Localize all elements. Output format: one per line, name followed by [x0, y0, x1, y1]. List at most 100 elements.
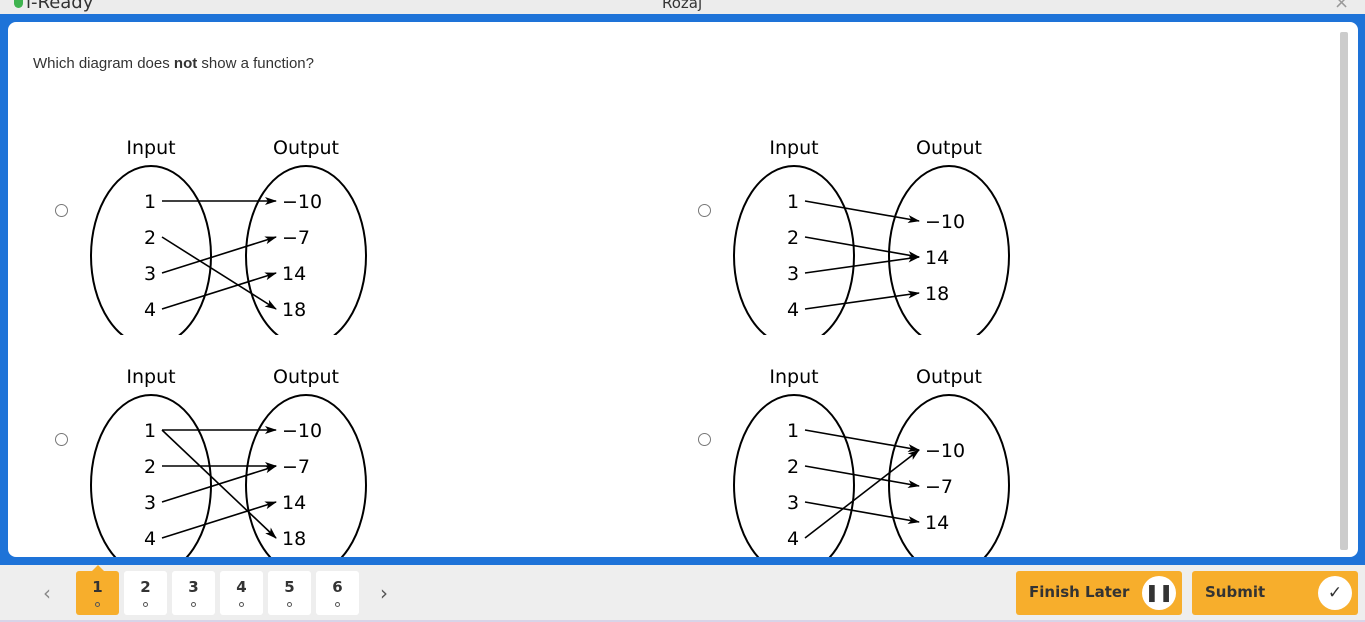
- input-value: 1: [144, 191, 156, 213]
- input-value: 1: [787, 191, 799, 213]
- output-value: −10: [925, 211, 965, 233]
- input-ellipse: [90, 394, 212, 557]
- output-ellipse: [245, 165, 367, 335]
- input-value: 3: [144, 263, 156, 285]
- submit-button[interactable]: Submit ✓: [1192, 571, 1358, 615]
- finish-later-label: Finish Later: [1029, 583, 1130, 601]
- output-value: 18: [282, 528, 306, 550]
- mapping-arrow: [161, 236, 277, 274]
- output-value: 18: [282, 299, 306, 321]
- page-label: 6: [332, 578, 343, 596]
- page-label: 1: [92, 578, 103, 596]
- mapping-diagram-1: Input Output 1 2 3 4 −10 −7 14 18: [90, 137, 367, 335]
- output-ellipse: [888, 165, 1010, 335]
- output-value: −10: [282, 420, 322, 442]
- mapping-arrow: [161, 272, 277, 310]
- output-value: 14: [925, 247, 949, 269]
- mapping-arrow: [804, 236, 920, 260]
- finish-later-button[interactable]: Finish Later ❚❚: [1016, 571, 1182, 615]
- output-label: Output: [273, 137, 339, 159]
- input-value: 4: [144, 299, 156, 321]
- output-ellipse: [888, 394, 1010, 557]
- mapping-diagram-2: Input Output 1 2 3 4 −10 14 18: [733, 137, 1010, 335]
- input-ellipse: [90, 165, 212, 335]
- mapping-arrow: [161, 501, 277, 539]
- question-bold: not: [173, 55, 198, 72]
- logo-icon: [14, 0, 23, 8]
- footer-nav: ‹ 1 2 3 4 5 6 › Finish Later ❚❚ Submit ✓: [0, 565, 1365, 622]
- prev-page-icon[interactable]: ‹: [43, 581, 51, 605]
- page-1-button[interactable]: 1: [76, 565, 119, 615]
- output-value: 14: [282, 263, 306, 285]
- page-4-button[interactable]: 4: [220, 571, 263, 615]
- output-label: Output: [916, 366, 982, 388]
- mapping-arrow: [804, 290, 920, 310]
- page-label: 5: [284, 578, 295, 596]
- pause-icon: ❚❚: [1142, 576, 1176, 610]
- output-value: −10: [925, 440, 965, 462]
- input-value: 3: [787, 492, 799, 514]
- next-page-icon[interactable]: ›: [380, 581, 388, 605]
- input-ellipse: [733, 394, 855, 557]
- choice-radio-3[interactable]: [55, 433, 68, 446]
- output-value: −7: [282, 227, 310, 249]
- app-logo: i-Ready: [14, 0, 93, 13]
- mapping-arrow: [804, 465, 920, 489]
- choice-radio-1[interactable]: [55, 204, 68, 217]
- page-2-button[interactable]: 2: [124, 571, 167, 615]
- mapping-diagram-3: Input Output 1 2 3 4 −10 −7 14 18: [90, 366, 367, 557]
- choice-radio-2[interactable]: [698, 204, 711, 217]
- page-3-button[interactable]: 3: [172, 571, 215, 615]
- mapping-arrow: [161, 236, 277, 310]
- input-label: Input: [769, 366, 818, 388]
- output-value: 14: [925, 512, 949, 534]
- output-ellipse: [245, 394, 367, 557]
- input-label: Input: [126, 137, 175, 159]
- output-label: Output: [916, 137, 982, 159]
- question-suffix: show a function?: [197, 55, 314, 72]
- page-label: 3: [188, 578, 199, 596]
- input-value: 4: [144, 528, 156, 550]
- output-value: −7: [282, 456, 310, 478]
- mapping-diagram-4: Input Output 1 2 3 4 −10 −7 14: [733, 366, 1010, 557]
- page-5-button[interactable]: 5: [268, 571, 311, 615]
- output-value: −10: [282, 191, 322, 213]
- input-value: 2: [787, 456, 799, 478]
- question-text: Which diagram does not show a function?: [33, 55, 314, 72]
- mapping-arrow: [804, 449, 920, 539]
- input-value: 1: [787, 420, 799, 442]
- input-value: 2: [144, 456, 156, 478]
- mapping-arrow: [804, 429, 920, 453]
- mapping-arrow: [161, 465, 277, 503]
- question-card: Which diagram does not show a function? …: [8, 22, 1358, 557]
- choice-radio-4[interactable]: [698, 433, 711, 446]
- input-label: Input: [769, 137, 818, 159]
- mapping-arrow: [804, 254, 920, 274]
- input-value: 2: [144, 227, 156, 249]
- input-value: 4: [787, 528, 799, 550]
- scrollbar[interactable]: [1340, 32, 1348, 550]
- output-value: 18: [925, 283, 949, 305]
- input-value: 4: [787, 299, 799, 321]
- check-icon: ✓: [1318, 576, 1352, 610]
- close-icon[interactable]: ×: [1334, 0, 1350, 13]
- input-ellipse: [733, 165, 855, 335]
- input-value: 3: [787, 263, 799, 285]
- output-value: −7: [925, 476, 953, 498]
- input-value: 1: [144, 420, 156, 442]
- submit-label: Submit: [1205, 583, 1266, 601]
- app-name: i-Ready: [26, 0, 94, 13]
- input-label: Input: [126, 366, 175, 388]
- output-value: 14: [282, 492, 306, 514]
- page-label: 2: [140, 578, 151, 596]
- mapping-arrow: [804, 200, 920, 224]
- title-bar: i-Ready Rozaj ×: [0, 0, 1365, 14]
- input-value: 3: [144, 492, 156, 514]
- mapping-arrow: [804, 501, 920, 525]
- page-label: 4: [236, 578, 247, 596]
- question-prefix: Which diagram does: [33, 55, 174, 72]
- input-value: 2: [787, 227, 799, 249]
- page-6-button[interactable]: 6: [316, 571, 359, 615]
- window-title: Rozaj: [662, 0, 703, 12]
- output-label: Output: [273, 366, 339, 388]
